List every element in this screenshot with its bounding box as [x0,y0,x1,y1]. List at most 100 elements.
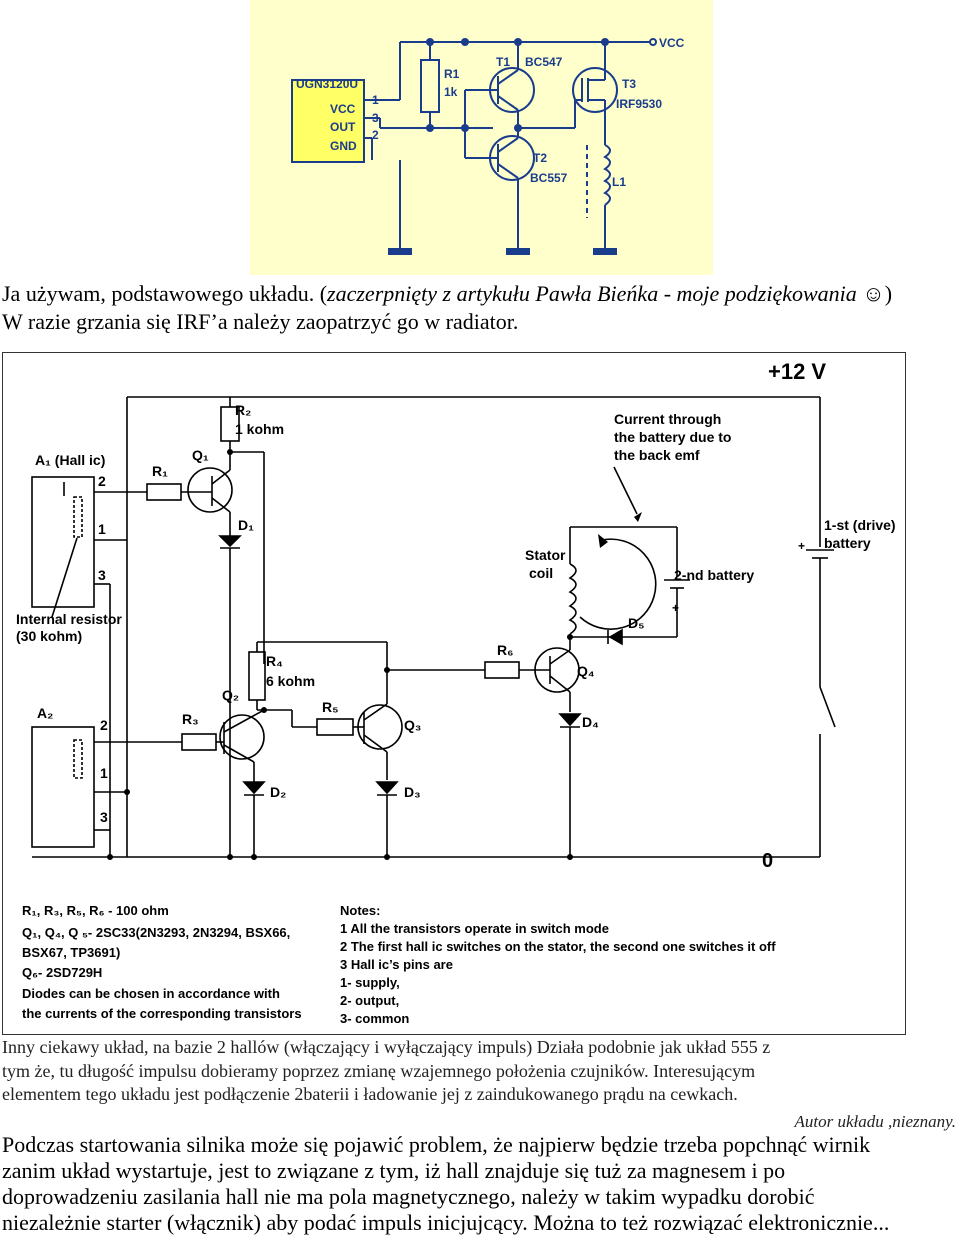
hall-ic-a2 [31,726,95,848]
t3-model: IRF9530 [616,97,662,111]
d4-label: D₄ [582,714,599,730]
r1-label: R₁ [152,463,168,479]
pin-number: 3 [372,111,379,125]
d1-label: D₁ [238,517,254,533]
pin-number: 2 [372,128,379,142]
a2-label: A₂ [37,705,53,721]
ground-label: 0 [762,850,773,872]
svg-text:+: + [798,539,805,553]
parts-list-line: Diodes can be chosen in accordance with [22,986,280,1001]
r4-label: R₄ [266,653,283,669]
internal-resistor-label: Internal resistor [16,611,122,627]
ground-symbol [388,248,412,255]
paragraph-line: doprowadzeniu zasilania hall nie ma pola… [2,1184,815,1209]
paragraph-line: tym że, tu długość impulsu dobieramy pop… [2,1060,756,1081]
current-note: Current through [614,411,721,427]
current-arrow [579,538,657,630]
notes-line: 2 The first hall ic switches on the stat… [340,939,776,954]
q3-transistor [357,704,403,750]
t2-model: BC557 [530,171,568,185]
l1-coil [603,144,611,206]
q4-label: Q₄ [577,663,595,679]
parts-list-line: the currents of the corresponding transi… [22,1006,302,1021]
caption-text: ) [884,281,893,306]
ic-box [291,79,365,163]
supply-label: +12 V [768,359,826,384]
notes-line: 2- output, [340,993,399,1008]
notes-line: 1 All the transistors operate in switch … [340,921,609,936]
pin-label: 1 [100,765,108,781]
t1-model: BC547 [525,55,563,69]
r4-value: 6 kohm [266,673,315,689]
parts-list-line: Q₆- 2SD729H [22,965,102,980]
r2-value: 1 kohm [235,421,284,437]
parts-list-line: BSX67, TP3691) [22,945,120,960]
pin-label: 2 [98,473,106,489]
t1-label: T1 [496,55,510,69]
t3-mosfet [572,67,618,113]
start-switch [819,686,836,728]
pin-label: 2 [100,717,108,733]
q1-label: Q₁ [192,447,209,463]
ic-name-label: UGN3120U [296,77,358,91]
current-note: the back emf [614,447,700,463]
r3-label: R₃ [182,711,199,727]
caption-credit: zaczerpnięty z artykułu Pawła Bieńka - m… [327,281,885,306]
q1-transistor [187,467,233,513]
ic-pin-out: OUT [330,120,356,134]
paragraph-line: Podczas startowania silnika może się poj… [2,1132,871,1157]
pin-label: 1 [98,521,106,537]
pin-label: 3 [98,567,106,583]
current-note: the battery due to [614,429,731,445]
ground-symbol [593,248,617,255]
d3-label: D₃ [404,784,421,800]
author-note: Autor układu ,nieznany. [794,1112,956,1131]
paragraph-two: Inny ciekawy układ, na bazie 2 hallów (w… [2,1036,770,1107]
q2-label: Q₂ [222,687,239,703]
l1-label: L1 [612,175,626,189]
internal-resistor-label: (30 kohm) [16,628,82,644]
second-battery-label: 2-nd battery [674,567,754,583]
stator-coil-label: Stator [525,547,566,563]
pin-label: 3 [100,809,108,825]
pin-number: 1 [372,93,379,107]
ic-pin-gnd: GND [330,139,357,153]
parts-list-line: Q₁, Q₄, Q ₅- 2SC33(2N3293, 2N3294, BSX66… [22,925,290,940]
vcc-label: VCC [659,36,685,50]
notes-line: 3 Hall ic’s pins are [340,957,453,972]
first-battery-label: battery [824,535,871,551]
d5-label: D₅ [628,615,645,631]
r2-label: R₂ [235,402,251,418]
caption-text: Ja używam, podstawowego układu. ( [2,281,328,306]
r6-label: R₆ [497,642,513,658]
paragraph-line: niezależnie starter (włącznik) aby podać… [2,1210,890,1235]
ic-pin-vcc: VCC [330,102,356,116]
paragraph-line: Inny ciekawy układ, na bazie 2 hallów (w… [2,1037,771,1057]
r1-value: 1k [444,85,458,99]
first-battery-label: 1-st (drive) [824,517,896,533]
paragraph-three: Podczas startowania silnika może się poj… [2,1132,889,1236]
ground-symbol [506,248,530,255]
r1-label: R1 [444,67,460,81]
two-hall-motor-schematic: +12 V 0 Current through the battery due … [2,352,906,1035]
parts-list-line: R₁, R₃, R₅, R₆ - 100 ohm [22,903,169,918]
hall-ic-a1 [31,476,95,608]
caption-line: W razie grzania się IRF’a należy zaopatr… [2,309,519,334]
hall-driver-schematic: UGN3120U VCC OUT GND 1 3 2 R1 1k T1 BC54… [250,0,713,275]
q2-transistor [219,714,265,760]
r5-label: R₅ [322,699,339,715]
stator-coil-label: coil [529,565,553,581]
t3-label: T3 [622,77,636,91]
q3-label: Q₃ [404,717,421,733]
t2-label: T2 [533,151,547,165]
paragraph-line: elementem tego układu jest podłączenie 2… [2,1084,738,1104]
caption-one: Ja używam, podstawowego układu. (zaczerp… [2,280,892,336]
notes-line: 1- supply, [340,975,400,990]
a1-label: A₁ (Hall ic) [35,452,105,468]
notes-line: 3- common [340,1011,409,1026]
paragraph-line: zanim układ wystartuje, jest to związane… [2,1158,786,1183]
svg-text:+: + [672,601,679,615]
q4-transistor [534,647,580,693]
d2-label: D₂ [270,784,286,800]
stator-coil [568,563,577,635]
